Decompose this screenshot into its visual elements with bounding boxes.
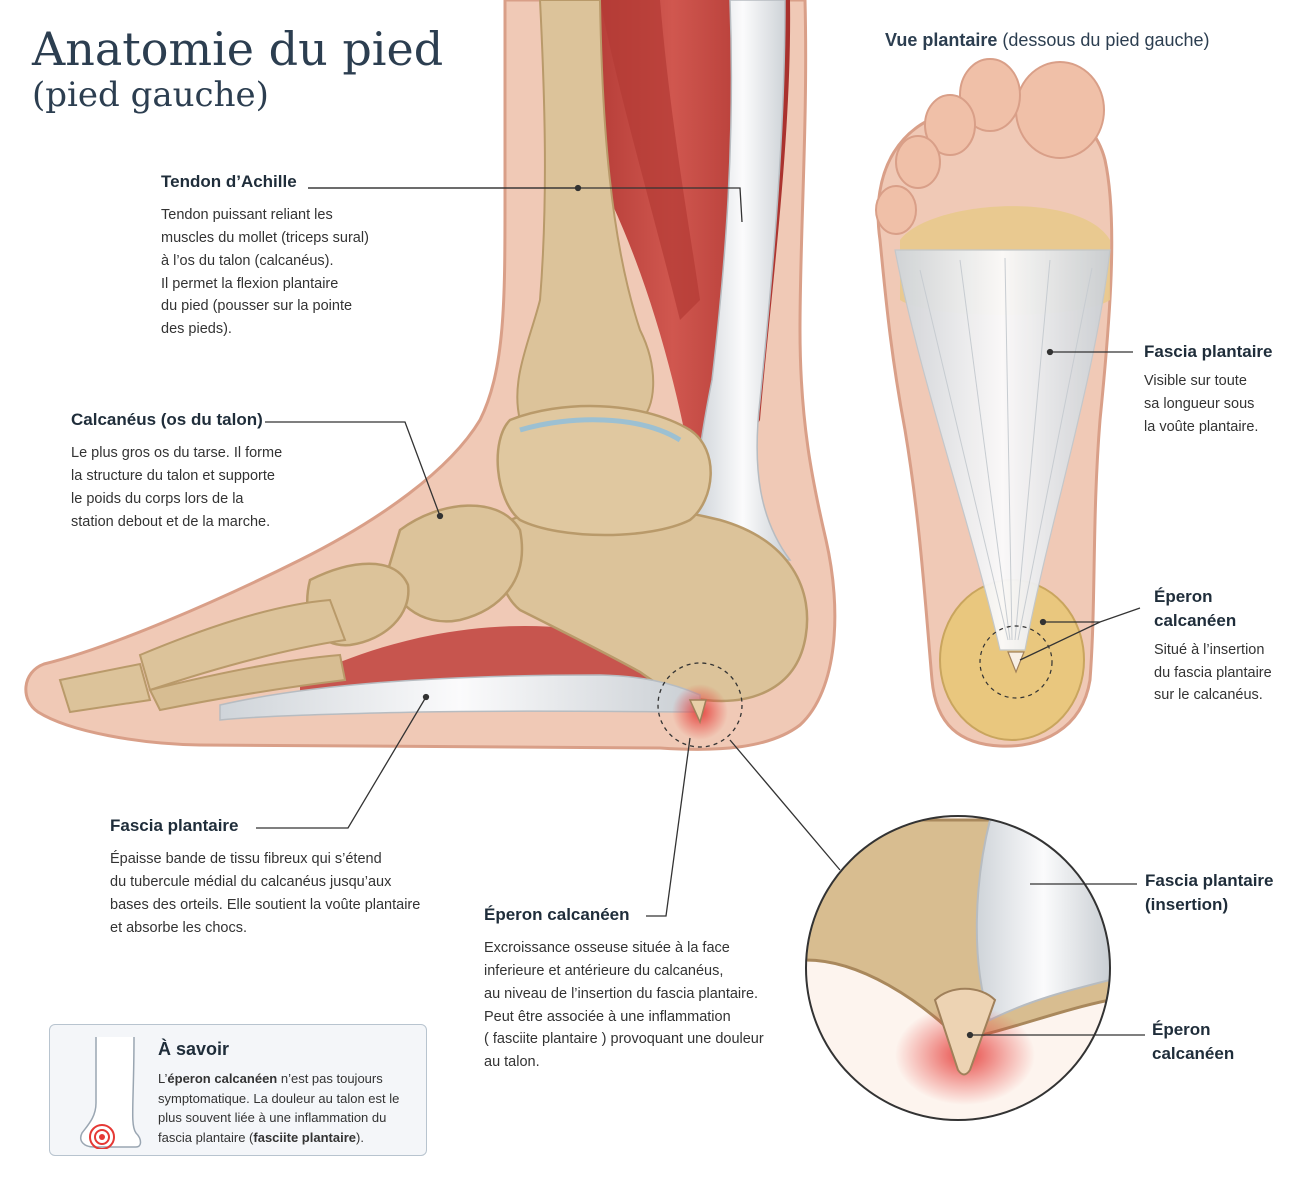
page-title-line2: (pied gauche) (32, 74, 269, 115)
info-box-text: L’éperon calcanéen n’est pas toujours sy… (158, 1069, 420, 1147)
plantar-view-title: Vue plantaire (dessous du pied gauche) (885, 30, 1210, 51)
label-heel-spur-title: Éperon calcanéen (484, 905, 630, 924)
label-plantar-fascia-sole-text: Visible sur toute sa longueur sous la vo… (1144, 372, 1259, 435)
page-title: Anatomie du pied (pied gauche) (32, 24, 443, 114)
page-title-line1: Anatomie du pied (32, 22, 444, 76)
label-zoom-spur-title: Éperon calcanéen (1152, 1020, 1235, 1063)
talus (496, 404, 712, 537)
label-heel-spur-sole-title: Éperon calcanéen (1154, 587, 1237, 630)
label-calcaneus-text: Le plus gros os du tarse. Il forme la st… (71, 444, 283, 530)
info-text-bold-fasciitis: fasciite plantaire (253, 1129, 356, 1145)
label-achilles-title: Tendon d’Achille (161, 172, 297, 191)
zoom-inset (805, 815, 1111, 1121)
plantar-view-foot (875, 58, 1114, 748)
heel-spur-side (688, 699, 707, 725)
label-plantar-fascia-title: Fascia plantaire (110, 816, 239, 835)
heel-spur-sole (1007, 651, 1025, 674)
plantar-fascia-sole (894, 249, 1111, 651)
label-plantar-fascia-sole-title: Fascia plantaire (1144, 342, 1273, 361)
plantar-view-title-rest: (dessous du pied gauche) (997, 30, 1210, 50)
big-toe (1015, 61, 1105, 159)
info-text-mid: n’est pas toujours symptomatique. La dou… (158, 1071, 400, 1145)
info-text-post: ). (356, 1129, 364, 1145)
label-calcaneus: Calcanéus (os du talon) Le plus gros os … (71, 408, 391, 533)
label-plantar-fascia-sole: Fascia plantaire Visible sur toute sa lo… (1144, 340, 1304, 439)
leader-lines (256, 184, 1145, 1039)
label-zoom-fascia: Fascia plantaire (insertion) (1145, 869, 1305, 927)
info-box-title: À savoir (158, 1039, 230, 1059)
label-zoom-spur: Éperon calcanéen (1152, 1018, 1302, 1076)
heel-pain-icon (80, 1036, 142, 1149)
label-plantar-fascia-text: Épaisse bande de tissu fibreux qui s’éte… (110, 850, 421, 936)
label-heel-spur-sole: Éperon calcanéen Situé à l’insertion du … (1154, 585, 1304, 707)
plantar-view-title-bold: Vue plantaire (885, 30, 998, 50)
achilles-tendon (695, 0, 792, 561)
info-box: À savoir L’éperon calcanéen n’est pas to… (49, 1024, 427, 1156)
label-heel-spur-text: Excroissance osseuse située à la face in… (484, 939, 764, 1071)
info-text-bold-spur: éperon calcanéen (167, 1071, 278, 1086)
label-achilles-text: Tendon puissant reliant les muscles du m… (161, 206, 369, 338)
label-plantar-fascia: Fascia plantaire Épaisse bande de tissu … (110, 814, 470, 939)
label-heel-spur-sole-text: Situé à l’insertion du fascia plantaire … (1154, 641, 1272, 704)
label-achilles: Tendon d’Achille Tendon puissant reliant… (161, 170, 461, 341)
info-text-pre: L’ (158, 1071, 168, 1086)
label-calcaneus-title: Calcanéus (os du talon) (71, 410, 263, 429)
label-zoom-fascia-title: Fascia plantaire (insertion) (1145, 871, 1274, 914)
label-heel-spur: Éperon calcanéen Excroissance osseuse si… (484, 903, 804, 1074)
side-view-foot (24, 0, 837, 751)
